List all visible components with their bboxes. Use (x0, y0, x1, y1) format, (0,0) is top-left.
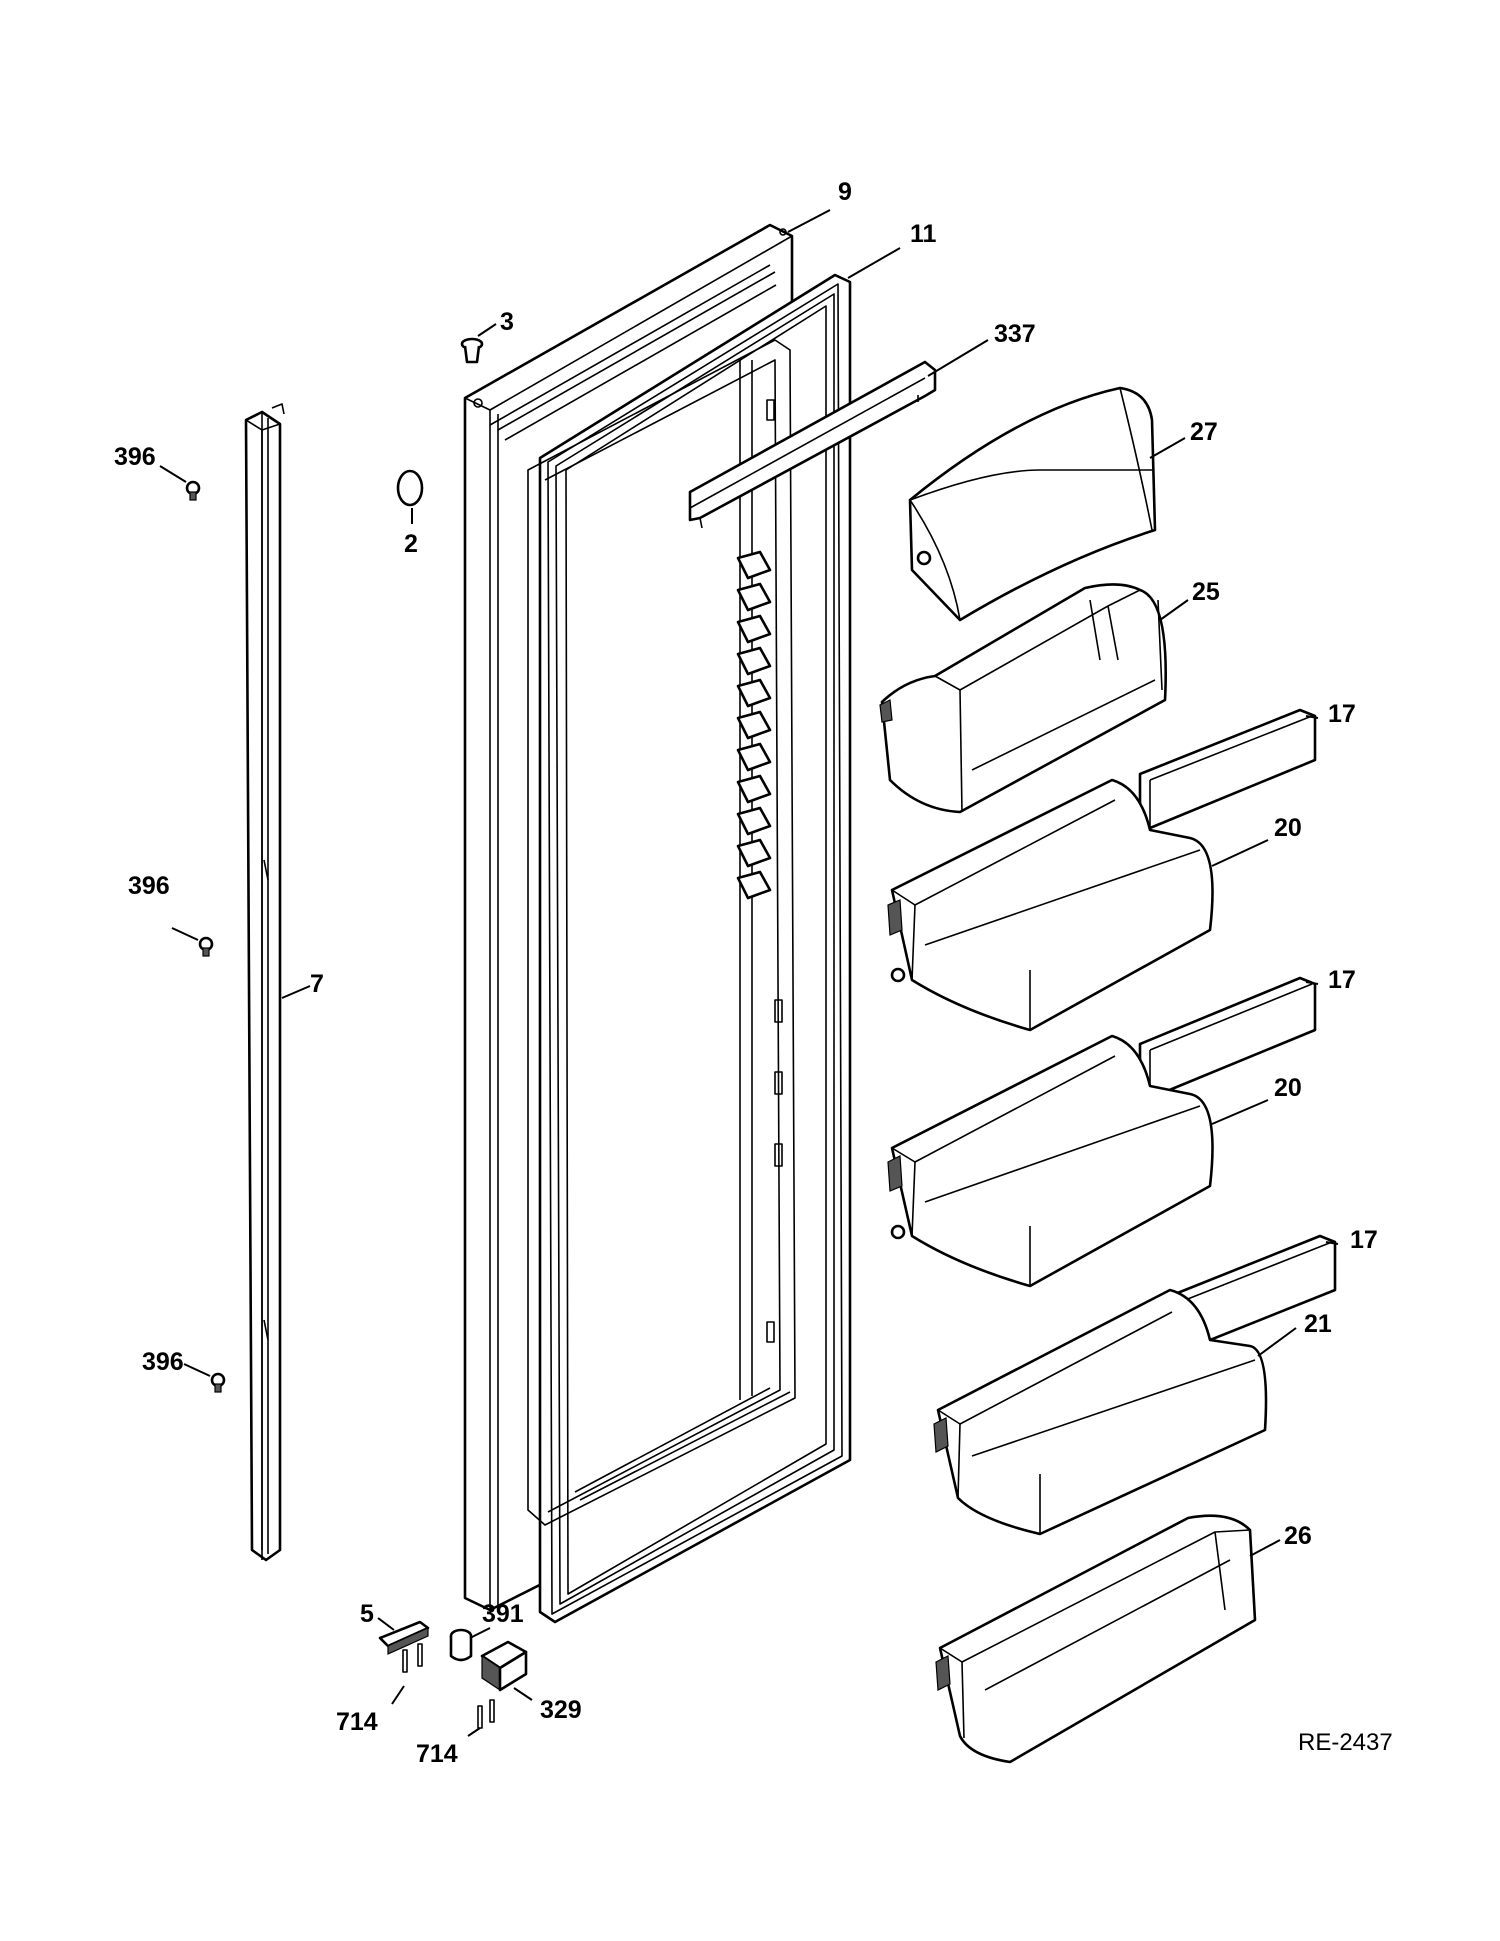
door-bin-supports (736, 399, 783, 1343)
callout-17-a: 17 (1328, 700, 1356, 728)
part-25-dairy-bin (879, 583, 1167, 814)
part-5-bracket (378, 1620, 430, 1655)
part-3-plug (460, 337, 484, 364)
callout-396-top: 396 (114, 443, 156, 471)
callout-337: 337 (994, 320, 1036, 348)
callouts: 9 11 3 337 27 396 2 25 17 20 396 7 17 20… (114, 178, 1378, 1768)
part-20-door-bin-b (887, 1034, 1214, 1288)
part-714-screws-left (402, 1643, 423, 1673)
callout-25: 25 (1192, 578, 1220, 606)
callout-7: 7 (310, 970, 324, 998)
part-26-door-bin (935, 1514, 1257, 1764)
callout-11: 11 (910, 220, 937, 248)
part-2-o-ring (396, 469, 424, 507)
part-17-shelf-front-a (1138, 708, 1317, 830)
diagram-reference-code: RE-2437 (1298, 1729, 1393, 1756)
callout-27: 27 (1190, 418, 1218, 446)
part-27-dairy-cover (908, 386, 1157, 622)
part-21-door-bin (933, 1288, 1268, 1536)
part-391-cap (449, 1628, 473, 1662)
part-396-screw-top (185, 480, 201, 501)
callout-17-c: 17 (1350, 1226, 1378, 1254)
callout-714-right: 714 (416, 1740, 458, 1768)
part-337-rail (688, 360, 937, 529)
part-396-screw-middle (198, 936, 214, 957)
callout-17-b: 17 (1328, 966, 1356, 994)
part-396-screw-bottom (210, 1372, 226, 1393)
callout-396-bottom: 396 (142, 1348, 184, 1376)
part-20-door-bin-a (887, 778, 1214, 1032)
part-329-block (480, 1640, 528, 1692)
callout-3: 3 (500, 308, 514, 336)
callout-2: 2 (404, 530, 418, 558)
part-714-screws-right (477, 1699, 495, 1729)
callout-714-left: 714 (336, 1708, 378, 1736)
leader-lines (159, 209, 1339, 1737)
callout-329: 329 (540, 1696, 582, 1724)
callout-5: 5 (360, 1600, 374, 1628)
callout-20-b: 20 (1274, 1074, 1302, 1102)
part-11-door-gasket (527, 273, 852, 1624)
callout-20-a: 20 (1274, 814, 1302, 842)
callout-396-middle: 396 (128, 872, 170, 900)
callout-391: 391 (482, 1600, 524, 1628)
callout-9: 9 (838, 178, 852, 206)
callout-26: 26 (1284, 1522, 1312, 1550)
part-7-trim-strip (244, 403, 285, 1562)
callout-21: 21 (1304, 1310, 1332, 1338)
